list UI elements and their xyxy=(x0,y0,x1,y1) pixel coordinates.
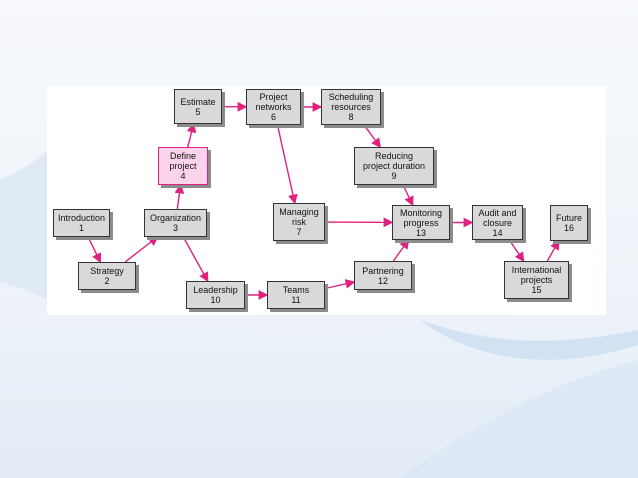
node-strategy-number: 2 xyxy=(104,276,110,286)
node-audit-and-closure-label: Audit and closure xyxy=(478,207,517,228)
node-partnering: Partnering 12 xyxy=(354,261,412,290)
edge-project-networks-to-managing-risk xyxy=(276,124,298,205)
node-teams-label: Teams xyxy=(282,285,310,295)
node-define-project-number: 4 xyxy=(180,171,186,181)
node-reducing-project-duration: Reducing project duration 9 xyxy=(354,147,434,185)
node-international-projects: International projects 15 xyxy=(504,261,569,299)
node-project-networks-label: Project networks xyxy=(255,92,292,112)
node-organization: Organization 3 xyxy=(144,209,207,237)
node-teams-number: 11 xyxy=(291,295,301,305)
edge-organization-to-define-project xyxy=(174,183,185,210)
node-strategy: Strategy 2 xyxy=(78,262,136,290)
edge-layer xyxy=(87,101,560,300)
edge-international-projects-to-future xyxy=(546,239,560,262)
edge-audit-and-closure-to-international-projects xyxy=(508,239,525,263)
node-partnering-number: 12 xyxy=(377,275,388,286)
node-scheduling-resources-number: 8 xyxy=(348,112,354,122)
node-teams: Teams 11 xyxy=(267,281,325,309)
edge-define-project-to-estimate xyxy=(186,122,197,148)
node-audit-and-closure-number: 14 xyxy=(492,227,503,238)
node-introduction-number: 1 xyxy=(78,223,84,233)
node-leadership-label: Leadership xyxy=(193,285,238,295)
edge-teams-to-partnering xyxy=(324,279,356,290)
node-introduction: Introduction 1 xyxy=(53,209,110,237)
node-audit-and-closure: Audit and closure 14 xyxy=(472,205,523,240)
node-international-projects-number: 15 xyxy=(531,285,542,295)
node-strategy-label: Strategy xyxy=(90,266,124,276)
node-define-project: Define project 4 xyxy=(158,147,208,185)
node-organization-label: Organization xyxy=(149,213,202,223)
node-future-label: Future xyxy=(555,213,582,223)
node-monitoring-progress-label: Monitoring progress xyxy=(399,207,443,228)
node-future: Future 16 xyxy=(550,205,588,241)
edge-partnering-to-monitoring-progress xyxy=(392,238,410,262)
node-managing-risk-label: Managing risk xyxy=(279,207,319,227)
node-international-projects-label: International projects xyxy=(511,265,562,285)
node-future-number: 16 xyxy=(563,223,574,233)
node-managing-risk: Managing risk 7 xyxy=(273,203,325,241)
node-organization-number: 3 xyxy=(172,223,178,233)
edge-strategy-to-organization xyxy=(124,236,159,263)
node-project-networks: Project networks 6 xyxy=(246,89,301,125)
node-estimate: Estimate 5 xyxy=(174,89,222,124)
node-introduction-label: Introduction xyxy=(57,213,106,223)
diagram-panel: Introduction 1 Strategy 2 Organization 3… xyxy=(47,86,606,315)
node-scheduling-resources: Scheduling resources 8 xyxy=(321,89,381,125)
edge-introduction-to-strategy xyxy=(87,236,102,264)
node-define-project-label: Define project xyxy=(169,151,197,171)
node-leadership-number: 10 xyxy=(210,295,221,305)
node-monitoring-progress-number: 13 xyxy=(415,227,426,238)
edge-scheduling-resources-to-reducing-project-duration xyxy=(363,124,381,149)
edge-reducing-project-duration-to-monitoring-progress xyxy=(402,184,414,207)
node-partnering-label: Partnering xyxy=(362,265,404,276)
node-project-networks-number: 6 xyxy=(270,112,276,122)
node-estimate-label: Estimate xyxy=(180,96,216,107)
edge-organization-to-leadership xyxy=(182,236,209,283)
node-managing-risk-number: 7 xyxy=(296,227,302,237)
node-leadership: Leadership 10 xyxy=(186,281,245,309)
node-estimate-number: 5 xyxy=(195,106,201,117)
node-scheduling-resources-label: Scheduling resources xyxy=(328,92,374,112)
node-reducing-project-duration-number: 9 xyxy=(391,171,397,181)
node-reducing-project-duration-label: Reducing project duration xyxy=(362,151,426,171)
node-monitoring-progress: Monitoring progress 13 xyxy=(392,205,450,240)
